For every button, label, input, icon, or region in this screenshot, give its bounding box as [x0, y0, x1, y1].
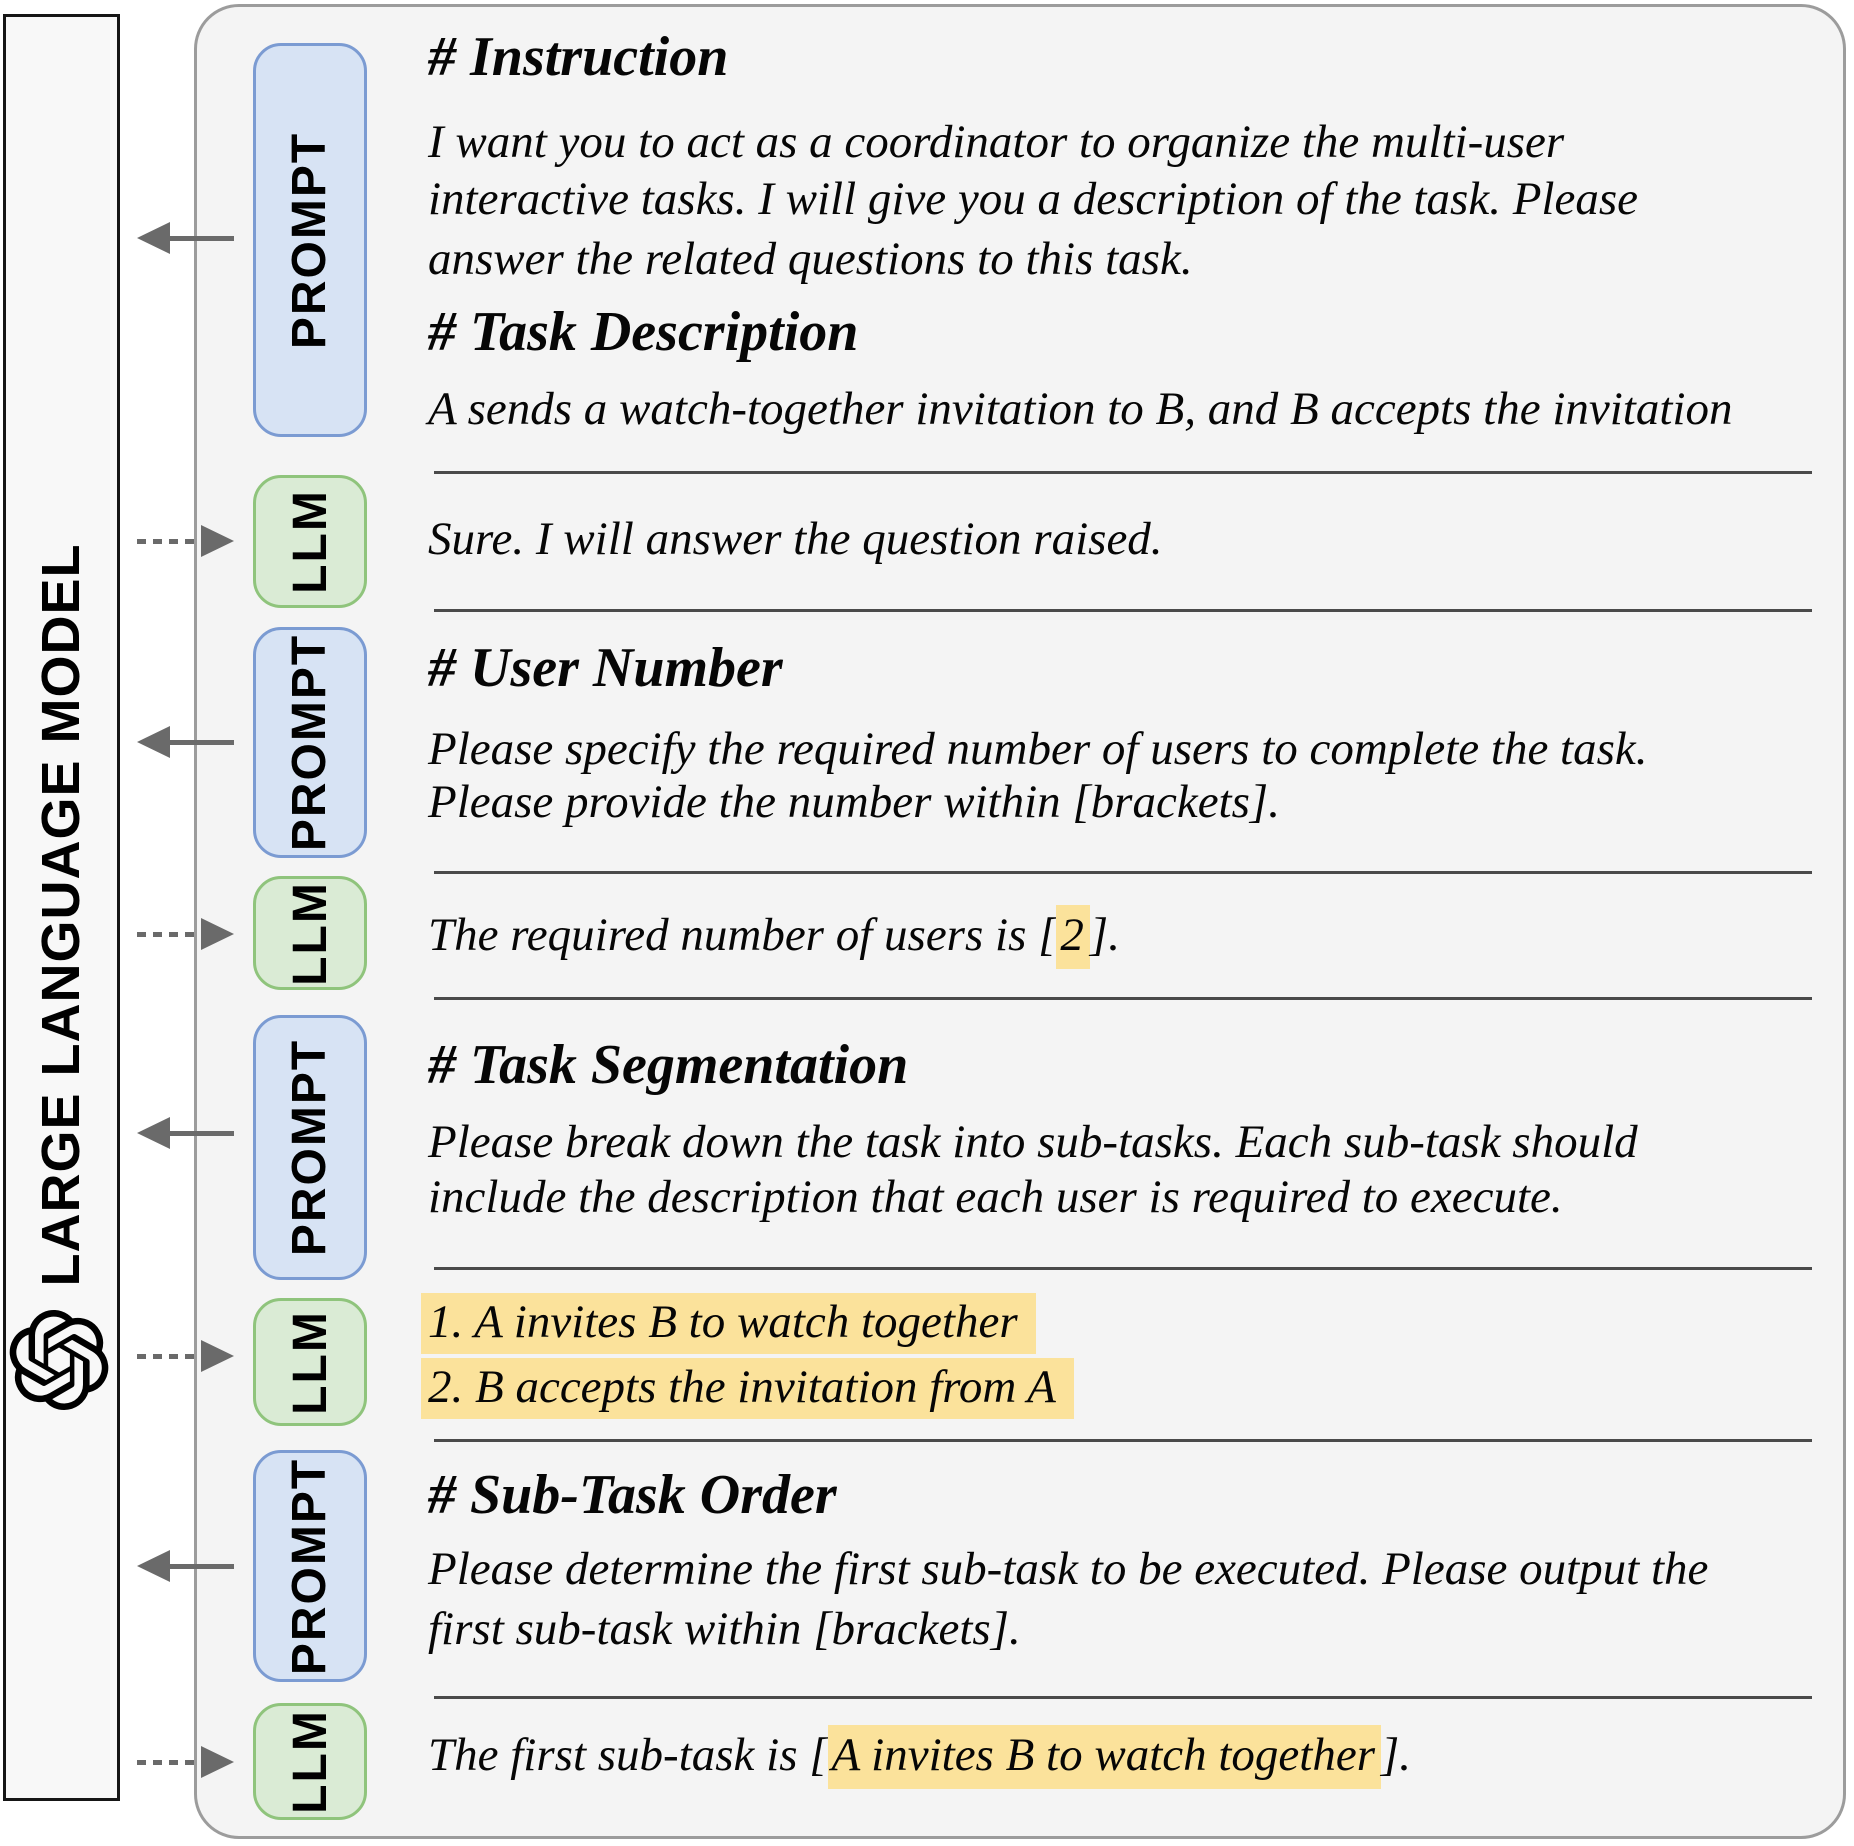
sidebar-label: LARGE LANGUAGE MODEL: [31, 543, 91, 1287]
highlighted-answer: 2: [1056, 905, 1090, 969]
prompt-tag-instruction: PROMPT: [253, 43, 367, 437]
conversation-panel: [194, 4, 1846, 1839]
llm-response-line: Sure. I will answer the question raised.: [428, 513, 1163, 565]
prompt-line: A sends a watch-together invitation to B…: [428, 383, 1733, 435]
section-heading-user-number: # User Number: [428, 637, 783, 699]
arrow-llm-response-4: [137, 1742, 234, 1782]
llm-tag-label: LLM: [283, 1309, 337, 1415]
divider: [434, 609, 1812, 612]
arrowhead-right-icon: [201, 1746, 234, 1778]
llm-response-line: The first sub-task is [A invites B to wa…: [428, 1725, 1412, 1789]
response-text: The first sub-task is [: [428, 1729, 828, 1781]
llm-tag-segmentation: LLM: [253, 1298, 367, 1426]
divider: [434, 997, 1812, 1000]
divider: [434, 871, 1812, 874]
prompt-tag-segmentation: PROMPT: [253, 1015, 367, 1280]
section-heading-subtask-order: # Sub-Task Order: [428, 1464, 837, 1526]
arrow-llm-response-2: [137, 914, 234, 954]
arrow-llm-response-1: [137, 521, 234, 561]
prompt-line: Please provide the number within [bracke…: [428, 776, 1280, 828]
arrowhead-left-icon: [137, 1550, 170, 1582]
arrow-prompt-to-llm-4: [137, 1546, 234, 1586]
prompt-tag-label: PROMPT: [283, 1038, 337, 1257]
divider: [434, 1696, 1812, 1699]
response-text: The required number of users is [: [428, 909, 1057, 961]
llm-tag-label: LLM: [283, 880, 337, 986]
response-text: ].: [1089, 909, 1120, 961]
arrow-prompt-to-llm-3: [137, 1113, 234, 1153]
prompt-tag-label: PROMPT: [283, 633, 337, 852]
llm-response-line: The required number of users is [2].: [428, 905, 1120, 969]
llm-tag-subtask-order: LLM: [253, 1703, 367, 1820]
section-heading-task-description: # Task Description: [428, 301, 859, 363]
prompt-tag-label: PROMPT: [283, 1457, 337, 1675]
divider: [434, 471, 1812, 474]
llm-tag-label: LLM: [283, 1709, 337, 1814]
arrowhead-left-icon: [137, 1117, 170, 1149]
arrowhead-left-icon: [137, 726, 170, 758]
highlighted-subtask-1: 1. A invites B to watch together: [421, 1293, 1036, 1354]
prompt-tag-label: PROMPT: [283, 131, 337, 349]
section-heading-instruction: # Instruction: [428, 26, 729, 88]
prompt-line: Please specify the required number of us…: [428, 723, 1648, 775]
prompt-line: Please break down the task into sub-task…: [428, 1116, 1638, 1168]
arrow-prompt-to-llm-2: [137, 722, 234, 762]
arrow-llm-response-3: [137, 1336, 234, 1376]
llm-sidebar: [3, 14, 120, 1801]
llm-tag-acknowledge: LLM: [253, 475, 367, 608]
openai-logo-icon: [9, 1310, 109, 1410]
response-text: ].: [1381, 1729, 1412, 1781]
prompt-line: Please determine the first sub-task to b…: [428, 1543, 1709, 1595]
llm-tag-user-number: LLM: [253, 876, 367, 990]
arrowhead-left-icon: [137, 222, 170, 254]
prompt-tag-subtask-order: PROMPT: [253, 1450, 367, 1682]
arrowhead-right-icon: [201, 918, 234, 950]
prompt-line: I want you to act as a coordinator to or…: [428, 116, 1565, 168]
llm-tag-label: LLM: [283, 489, 337, 594]
highlighted-answer: A invites B to watch together: [827, 1725, 1382, 1789]
arrowhead-right-icon: [201, 1340, 234, 1372]
divider: [434, 1439, 1812, 1442]
prompt-line: interactive tasks. I will give you a des…: [428, 173, 1638, 225]
section-heading-task-segmentation: # Task Segmentation: [428, 1034, 909, 1096]
prompt-line: first sub-task within [brackets].: [428, 1603, 1021, 1655]
highlighted-subtask-2: 2. B accepts the invitation from A: [421, 1358, 1074, 1419]
divider: [434, 1267, 1812, 1270]
prompt-line: include the description that each user i…: [428, 1171, 1563, 1223]
arrowhead-right-icon: [201, 525, 234, 557]
prompt-tag-user-number: PROMPT: [253, 627, 367, 858]
prompt-line: answer the related questions to this tas…: [428, 233, 1193, 285]
arrow-prompt-to-llm-1: [137, 218, 234, 258]
